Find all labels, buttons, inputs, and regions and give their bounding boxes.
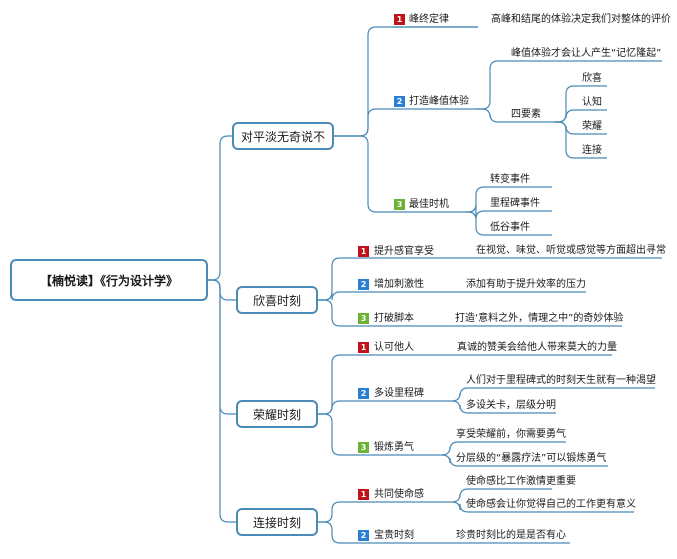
priority-3-icon: 3 — [358, 442, 369, 453]
priority-2-icon: 2 — [358, 279, 369, 290]
connector-line — [555, 109, 607, 123]
connector-line — [334, 135, 466, 213]
topic-best-timing[interactable]: 最佳时机 — [409, 199, 449, 210]
root-title: 【楠悦读】《行为设计学》 — [39, 273, 178, 288]
note: 多设关卡，层级分明 — [466, 400, 556, 411]
connector-line — [208, 279, 236, 301]
note: 珍贵时刻比的是是否有心 — [456, 530, 566, 541]
connector-line — [476, 60, 662, 110]
connector-line — [318, 413, 444, 456]
note: 添加有助于提升效率的压力 — [466, 279, 586, 290]
priority-2-icon: 2 — [394, 96, 405, 107]
root-node[interactable]: 【楠悦读】《行为设计学》 — [10, 259, 208, 301]
topic-shared-meaning[interactable]: 共同使命感 — [374, 489, 424, 500]
branch-title: 连接时刻 — [252, 515, 301, 530]
element-item: 荣耀 — [582, 121, 602, 132]
connector-line — [555, 121, 607, 159]
priority-3-icon: 3 — [394, 199, 405, 210]
note: 分层级的“暴露疗法”可以锻炼勇气 — [456, 453, 607, 464]
connector-line — [318, 400, 452, 415]
branch-node-elevation[interactable]: 欣喜时刻 — [236, 286, 318, 314]
priority-2-icon: 2 — [358, 530, 369, 541]
connector-line — [318, 291, 455, 301]
topic-sensory[interactable]: 提升感官享受 — [374, 246, 434, 257]
topic-peak-end-rule[interactable]: 峰终定律 — [409, 14, 449, 25]
connector-line — [318, 501, 452, 523]
connector-line — [208, 279, 236, 523]
note: 人们对于里程碑式的时刻天生就有一种渴望 — [466, 375, 656, 386]
note: 在视觉、味觉、听觉或感觉等方面超出寻常 — [476, 245, 666, 256]
connector-line — [451, 501, 634, 513]
element-item: 认知 — [582, 97, 602, 108]
connector-line — [441, 454, 608, 467]
branch-node-surprise-no[interactable]: 对平淡无奇说不 — [232, 122, 334, 150]
note: 低谷事件 — [490, 222, 530, 233]
connector-line — [466, 203, 552, 220]
topic-milestones[interactable]: 多设里程碑 — [374, 388, 424, 399]
topic-break-script[interactable]: 打破脚本 — [374, 313, 414, 324]
note: 里程碑事件 — [490, 198, 540, 209]
topic-stakes[interactable]: 增加刺激性 — [374, 279, 424, 290]
subtopic-four-elements[interactable]: 四要素 — [511, 109, 541, 120]
note: 高峰和结尾的体验决定我们对整体的评价 — [491, 14, 671, 25]
topic-precious-moments[interactable]: 宝贵时刻 — [374, 530, 414, 541]
connector-line — [318, 299, 444, 327]
branch-title: 对平淡无奇说不 — [240, 129, 325, 144]
topic-create-peaks[interactable]: 打造峰值体验 — [409, 96, 469, 107]
topic-recognize-others[interactable]: 认可他人 — [374, 342, 414, 353]
connector-line — [208, 135, 232, 281]
note: 使命感比工作激情更重要 — [466, 476, 576, 487]
note: 打造‘意料之外，情理之中”的奇妙体验 — [455, 313, 624, 324]
branch-title: 欣喜时刻 — [252, 293, 301, 308]
note: 使命感会让你觉得自己的工作更有意义 — [466, 499, 636, 510]
topic-courage[interactable]: 锻炼勇气 — [374, 442, 414, 453]
priority-2-icon: 2 — [358, 388, 369, 399]
connector-line — [451, 387, 655, 402]
connector-line — [334, 26, 478, 137]
connector-line — [451, 488, 552, 503]
connector-line — [318, 521, 444, 544]
priority-3-icon: 3 — [358, 313, 369, 324]
connector-line — [334, 108, 476, 137]
connector-line — [476, 108, 555, 123]
branch-node-connection[interactable]: 连接时刻 — [236, 508, 318, 536]
note: 峰值体验才会让人产生“记忆隆起” — [511, 48, 662, 59]
connector-line — [441, 441, 566, 456]
connector-line — [466, 211, 552, 236]
branch-title: 荣耀时刻 — [252, 407, 301, 422]
element-item: 欣喜 — [582, 73, 602, 84]
priority-1-icon: 1 — [358, 246, 369, 257]
note: 转变事件 — [490, 174, 530, 185]
priority-1-icon: 1 — [394, 14, 405, 25]
branch-node-pride[interactable]: 荣耀时刻 — [236, 400, 318, 428]
priority-1-icon: 1 — [358, 342, 369, 353]
note: 享受荣耀前，你需要勇气 — [456, 429, 566, 440]
connector-line — [318, 354, 446, 415]
note: 真诚的赞美会给他人带来莫大的力量 — [457, 342, 617, 353]
priority-1-icon: 1 — [358, 489, 369, 500]
element-item: 连接 — [582, 145, 602, 156]
connector-line — [451, 400, 556, 414]
